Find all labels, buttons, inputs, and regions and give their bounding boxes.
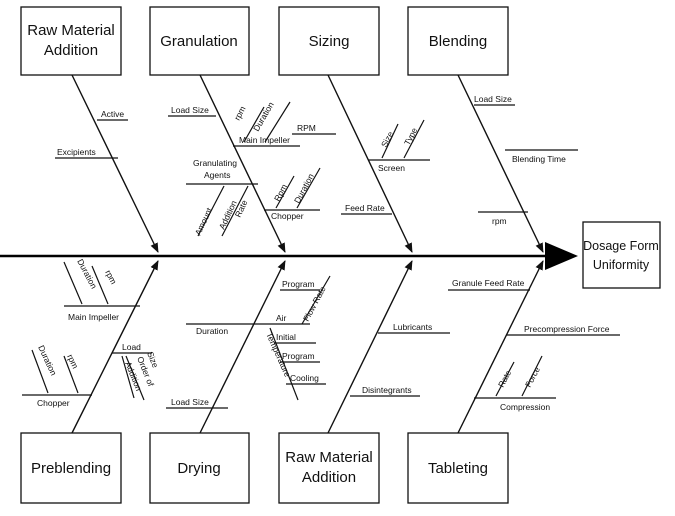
label-program-2: Program xyxy=(282,351,315,361)
bone-blending xyxy=(457,74,544,253)
bone-preblending xyxy=(71,260,159,434)
bone-raw-material-bottom xyxy=(327,260,413,434)
category-blending: Blending xyxy=(407,6,509,76)
label-granulating: Granulating xyxy=(193,158,237,168)
category-label: Blending xyxy=(429,33,487,50)
label-pre-chopper-rpm: rpm xyxy=(65,353,80,370)
label-lubricants: Lubricants xyxy=(393,322,432,332)
label-compression: Compression xyxy=(500,402,550,412)
label-excipients: Excipients xyxy=(57,147,96,157)
category-label: Granulation xyxy=(160,33,238,50)
label-amount: Amount xyxy=(193,205,215,236)
label-blend-rpm: rpm xyxy=(492,216,507,226)
label-screen: Screen xyxy=(378,163,405,173)
category-tableting: Tableting xyxy=(407,432,509,504)
category-preblending: Preblending xyxy=(20,432,122,504)
category-label: Tableting xyxy=(428,460,488,477)
effect-title-line1: Dosage Form xyxy=(583,239,659,253)
label-tab-rate: Rate xyxy=(496,368,513,389)
label-blending-time: Blending Time xyxy=(512,154,566,164)
label-pre-rpm: rpm xyxy=(103,268,119,286)
label-gran-duration: Duration xyxy=(251,100,276,133)
category-label: Raw Material xyxy=(27,22,115,39)
label-pre-chopper: Chopper xyxy=(37,398,70,408)
spine-arrowhead xyxy=(545,242,578,270)
category-raw-material-top: Raw Material Addition xyxy=(20,6,122,76)
label-pre-load: Load xyxy=(122,342,141,352)
label-blend-load-size: Load Size xyxy=(474,94,512,104)
category-sizing: Sizing xyxy=(278,6,380,76)
label-chopper-duration: Duration xyxy=(292,172,316,205)
label-chopper-rpm: Rpm xyxy=(272,182,289,203)
category-label: Sizing xyxy=(309,33,350,50)
label-size: Size xyxy=(379,129,396,149)
label-main-impeller: Main Impeller xyxy=(239,135,290,145)
category-label: Preblending xyxy=(31,460,111,477)
effect-box: Dosage Form Uniformity xyxy=(582,221,661,289)
label-chopper: Chopper xyxy=(271,211,304,221)
label-dry-duration: Duration xyxy=(196,326,228,336)
category-label: Drying xyxy=(177,460,220,477)
effect-title-line2: Uniformity xyxy=(593,258,650,272)
category-label: Addition xyxy=(302,469,356,486)
label-gran-load-size: Load Size xyxy=(171,105,209,115)
label-granule-feed-rate: Granule Feed Rate xyxy=(452,278,525,288)
label-addition-rate-2: Rate xyxy=(233,198,250,219)
label-precompression-force: Precompression Force xyxy=(524,324,610,334)
label-gran-rpm: rpm xyxy=(232,104,248,122)
category-drying: Drying xyxy=(149,432,250,504)
label-program: Program xyxy=(282,279,315,289)
label-agents: Agents xyxy=(204,170,230,180)
category-label: Raw Material xyxy=(285,449,373,466)
category-label: Addition xyxy=(44,42,98,59)
label-type: Type xyxy=(402,126,420,147)
bone-drying xyxy=(199,260,286,434)
label-dry-load-size: Load Size xyxy=(171,397,209,407)
bone-sizing xyxy=(327,74,413,253)
bone-raw-material-top xyxy=(71,74,159,253)
category-raw-material-bottom: Raw Material Addition xyxy=(278,432,380,504)
label-pre-chopper-duration: Duration xyxy=(36,344,59,378)
label-feed-rate: Feed Rate xyxy=(345,203,385,213)
category-granulation: Granulation xyxy=(149,6,250,76)
label-cooling: Cooling xyxy=(290,373,319,383)
label-tab-force: Force xyxy=(523,365,542,389)
label-pre-main-impeller: Main Impeller xyxy=(68,312,119,322)
label-air: Air xyxy=(276,313,287,323)
bone-granulation xyxy=(199,74,286,253)
label-active: Active xyxy=(101,109,124,119)
label-initial: Initial xyxy=(276,332,296,342)
label-disintegrants: Disintegrants xyxy=(362,385,412,395)
label-sizing-rpm: RPM xyxy=(297,123,316,133)
